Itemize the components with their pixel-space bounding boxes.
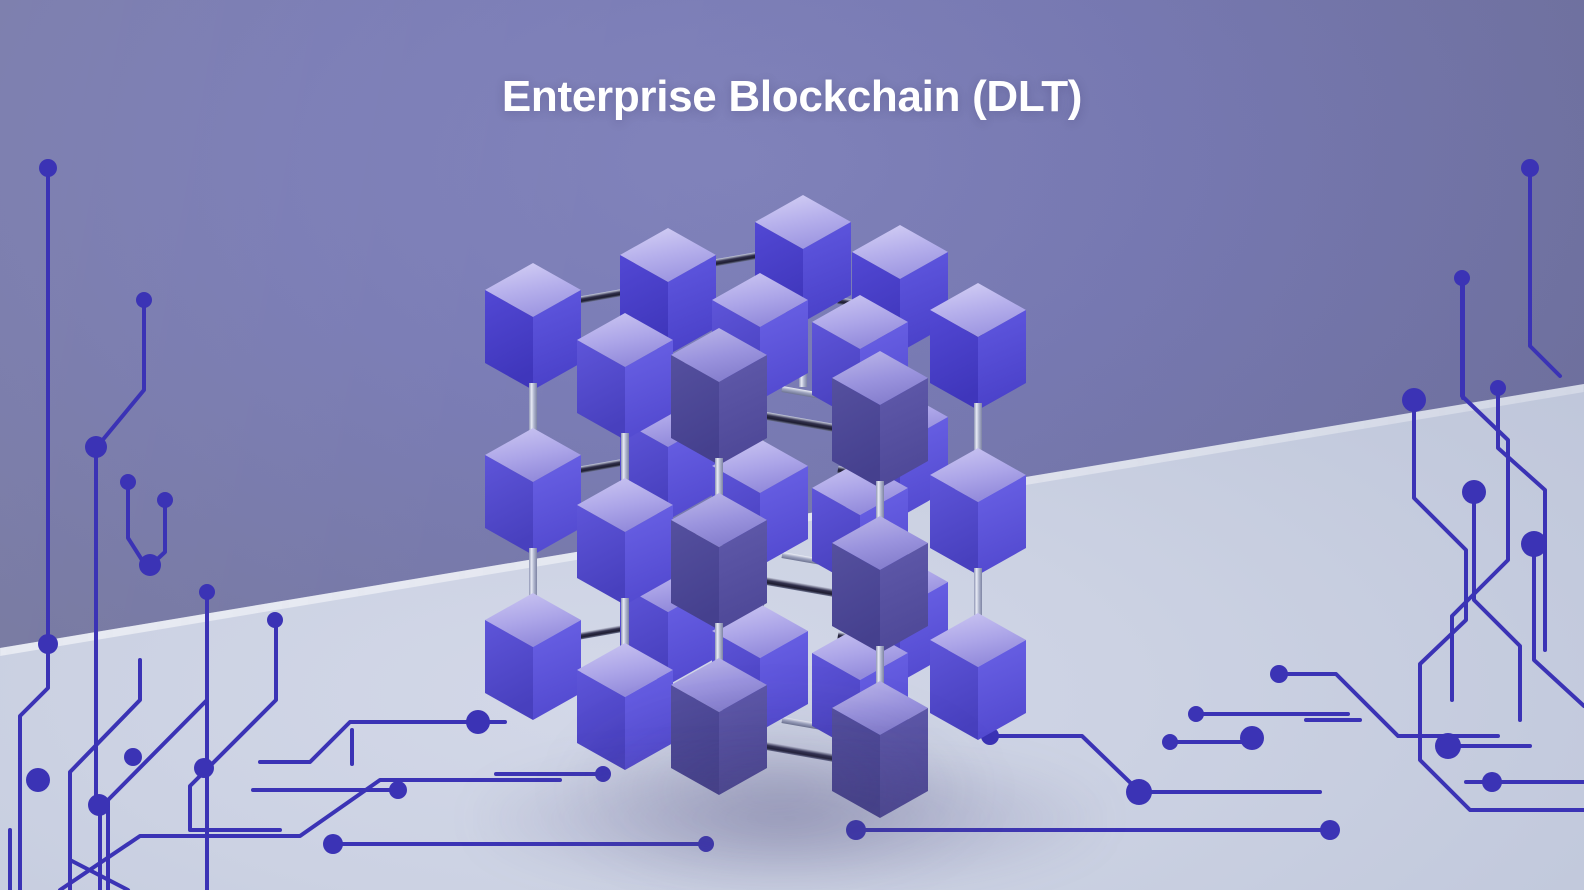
cube-node xyxy=(577,478,673,605)
cube-node xyxy=(671,493,767,630)
cube-lattice-geometry xyxy=(485,195,1026,818)
cube-node xyxy=(832,351,928,488)
cube-node xyxy=(485,428,581,555)
cube-node xyxy=(577,313,673,440)
lattice-ground-shadow xyxy=(480,760,1100,890)
cube-node xyxy=(832,516,928,653)
circuit-node-group xyxy=(26,159,1547,854)
cube-node xyxy=(832,681,928,818)
page-title: Enterprise Blockchain (DLT) xyxy=(501,72,1083,121)
cube-node xyxy=(930,283,1026,410)
cube-node xyxy=(671,328,767,465)
cube-node xyxy=(930,448,1026,575)
cube-node xyxy=(485,593,581,720)
cube-node xyxy=(485,263,581,390)
lattice-soft-shadow xyxy=(560,700,990,880)
cube-node xyxy=(577,643,673,770)
cube-node xyxy=(930,613,1026,740)
cube-node xyxy=(671,658,767,795)
